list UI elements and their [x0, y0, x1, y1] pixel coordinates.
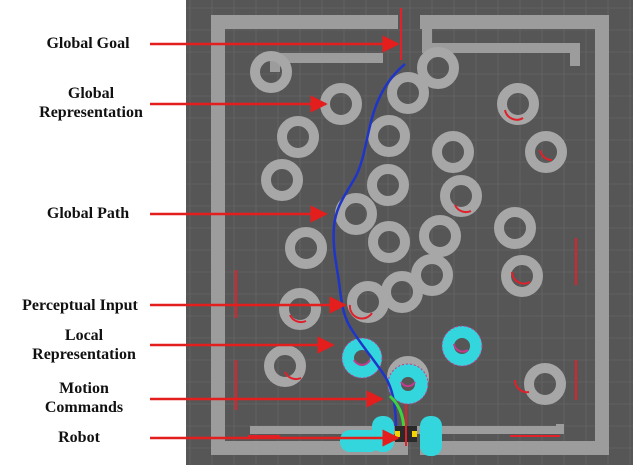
label-local-representation-line1: Local — [64, 327, 104, 344]
obstacle-ring — [501, 255, 543, 297]
obstacle-ring — [419, 215, 461, 257]
local-costmap-blob — [372, 416, 394, 452]
global-representation-obstacles — [250, 47, 567, 405]
local-costmap-blob — [387, 363, 429, 405]
obstacle-ring — [368, 221, 410, 263]
label-arrows — [150, 35, 400, 447]
obstacle-ring — [261, 159, 303, 201]
label-column: Global Goal Global Representation Global… — [0, 0, 170, 465]
label-local-representation: Local Representation — [14, 326, 154, 364]
label-perceptual-input: Perceptual Input — [22, 297, 138, 314]
obstacle-ring — [264, 345, 306, 387]
label-local-representation-line2: Representation — [32, 346, 136, 363]
obstacle-ring — [250, 51, 292, 93]
obstacle-ring — [432, 131, 474, 173]
label-global-goal: Global Goal — [46, 35, 130, 52]
obstacle-ring — [279, 288, 321, 330]
obstacle-ring — [335, 193, 377, 235]
local-costmap-blob — [441, 325, 483, 367]
obstacle-ring — [417, 47, 459, 89]
label-robot: Robot — [58, 429, 100, 446]
local-costmap-blob — [340, 430, 380, 452]
label-global-path: Global Path — [46, 205, 130, 222]
label-motion-commands-line1: Motion — [59, 380, 109, 397]
perceptual-input-marks — [235, 8, 577, 437]
outer-wall-left — [211, 15, 408, 455]
obstacle-ring — [524, 363, 566, 405]
obstacle-ring — [411, 254, 453, 296]
obstacle-ring — [525, 131, 567, 173]
local-costmap-blob — [341, 337, 383, 379]
inner-wall-top-right — [422, 20, 580, 66]
obstacle-ring — [387, 72, 429, 114]
obstacle-ring — [277, 116, 319, 158]
obstacle-ring — [494, 207, 536, 249]
local-representation — [340, 325, 483, 456]
label-global-representation-line2: Representation — [39, 104, 143, 121]
label-motion-commands-line2: Commands — [44, 399, 124, 416]
label-motion-commands: Motion Commands — [24, 379, 144, 417]
outer-wall-right — [420, 15, 609, 455]
local-costmap-blob — [420, 416, 442, 456]
label-global-representation-line1: Global — [67, 85, 115, 102]
obstacle-ring — [285, 227, 327, 269]
label-global-representation: Global Representation — [26, 84, 156, 122]
global-path-line — [332, 63, 406, 431]
obstacle-ring — [367, 164, 409, 206]
obstacle-ring — [368, 115, 410, 157]
